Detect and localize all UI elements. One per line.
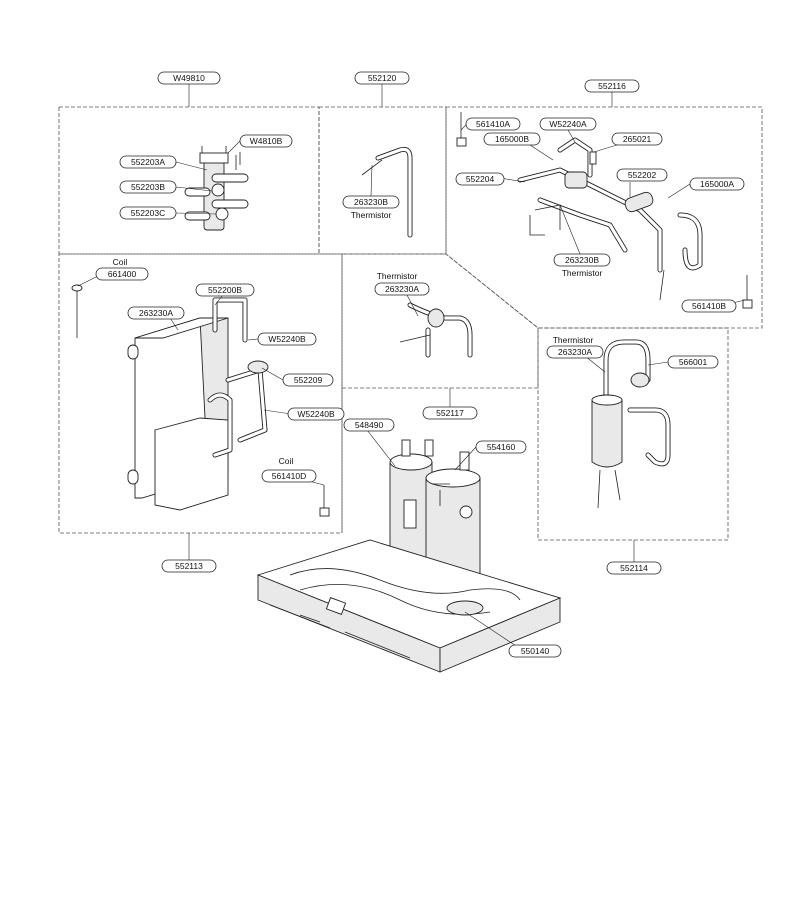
label-263230b-box3: 263230B [553, 253, 611, 267]
label-552117: 552117 [422, 406, 478, 420]
svg-text:263230B: 263230B [354, 197, 388, 207]
label-561410d: 561410D [261, 469, 317, 483]
label-coil-box4: Coil [113, 257, 128, 267]
svg-text:165000A: 165000A [700, 179, 734, 189]
label-561410a: 561410A [465, 117, 521, 131]
label-thermistor-box6: Thermistor [553, 335, 594, 345]
label-548490: 548490 [343, 418, 395, 432]
svg-text:552120: 552120 [368, 73, 397, 83]
label-w52240b-bottom: W52240B [287, 407, 345, 421]
label-552203b: 552203B [119, 180, 177, 194]
label-552200b: 552200B [195, 283, 255, 297]
svg-text:552203C: 552203C [131, 208, 166, 218]
group-box-w49810 [58, 106, 320, 255]
svg-text:552113: 552113 [175, 561, 203, 571]
label-265021: 265021 [611, 132, 663, 146]
svg-text:561410D: 561410D [272, 471, 307, 481]
svg-text:263230B: 263230B [565, 255, 599, 265]
label-165000b: 165000B [483, 132, 541, 146]
valve-manifold-illustration [184, 146, 249, 231]
thermistor-pipe-illustration [361, 146, 413, 238]
label-coil-box4b: Coil [279, 456, 294, 466]
label-w52240a: W52240A [539, 117, 597, 131]
svg-text:548490: 548490 [355, 420, 384, 430]
label-552203a: 552203A [119, 155, 177, 169]
label-thermistor-box2: Thermistor [351, 210, 392, 220]
thermistor-bend-illustration [399, 302, 473, 358]
label-263230a-box6: 263230A [546, 345, 604, 359]
svg-text:265021: 265021 [623, 134, 652, 144]
svg-text:W49810: W49810 [173, 73, 205, 83]
accumulator-illustration [591, 339, 671, 509]
pipe-assembly-552116-illustration [456, 112, 753, 309]
svg-text:W4810B: W4810B [250, 136, 283, 146]
svg-text:554160: 554160 [487, 442, 516, 452]
label-552120: 552120 [354, 71, 410, 85]
label-165000a: 165000A [689, 177, 745, 191]
label-w52240b-top: W52240B [257, 332, 317, 346]
svg-text:552114: 552114 [620, 563, 648, 573]
svg-text:552204: 552204 [466, 174, 495, 184]
group-box-552114 [537, 327, 729, 541]
label-566001: 566001 [667, 355, 719, 369]
label-661400: 661400 [95, 267, 149, 281]
group-box-552120 [318, 106, 447, 255]
base-plate-illustration [256, 539, 562, 673]
svg-text:661400: 661400 [108, 269, 137, 279]
svg-text:552203A: 552203A [131, 157, 165, 167]
svg-text:165000B: 165000B [495, 134, 529, 144]
label-552204: 552204 [455, 172, 505, 186]
svg-text:552209: 552209 [294, 375, 323, 385]
label-w4810b: W4810B [239, 134, 293, 148]
label-thermistor-box3: Thermistor [562, 268, 603, 278]
svg-text:552117: 552117 [436, 408, 464, 418]
label-263230a-box5: 263230A [374, 282, 430, 296]
svg-text:W52240A: W52240A [549, 119, 587, 129]
label-w49810: W49810 [157, 71, 221, 85]
label-552114: 552114 [606, 561, 662, 575]
svg-text:566001: 566001 [679, 357, 708, 367]
svg-text:561410A: 561410A [476, 119, 510, 129]
label-552209: 552209 [282, 373, 334, 387]
svg-text:263230A: 263230A [385, 284, 419, 294]
heat-exchanger-illustration [71, 284, 330, 517]
label-550140: 550140 [508, 644, 562, 658]
svg-text:552203B: 552203B [131, 182, 165, 192]
label-263230b-box2: 263230B [342, 195, 400, 209]
svg-text:561410B: 561410B [692, 301, 726, 311]
label-552116: 552116 [584, 79, 640, 93]
label-554160: 554160 [475, 440, 527, 454]
leader-lines [77, 124, 746, 651]
label-552113: 552113 [161, 559, 217, 573]
label-561410b: 561410B [681, 299, 737, 313]
svg-text:552200B: 552200B [208, 285, 242, 295]
svg-text:263230A: 263230A [558, 347, 592, 357]
svg-text:W52240B: W52240B [297, 409, 335, 419]
svg-text:263230A: 263230A [139, 308, 173, 318]
label-263230a-box4: 263230A [127, 306, 185, 320]
svg-text:552202: 552202 [628, 170, 657, 180]
label-552203c: 552203C [119, 206, 177, 220]
svg-text:552116: 552116 [598, 81, 626, 91]
label-552202: 552202 [616, 168, 668, 182]
label-thermistor-box5: Thermistor [377, 271, 418, 281]
svg-text:550140: 550140 [521, 646, 550, 656]
group-box-552113 [58, 253, 343, 534]
svg-text:W52240B: W52240B [268, 334, 306, 344]
